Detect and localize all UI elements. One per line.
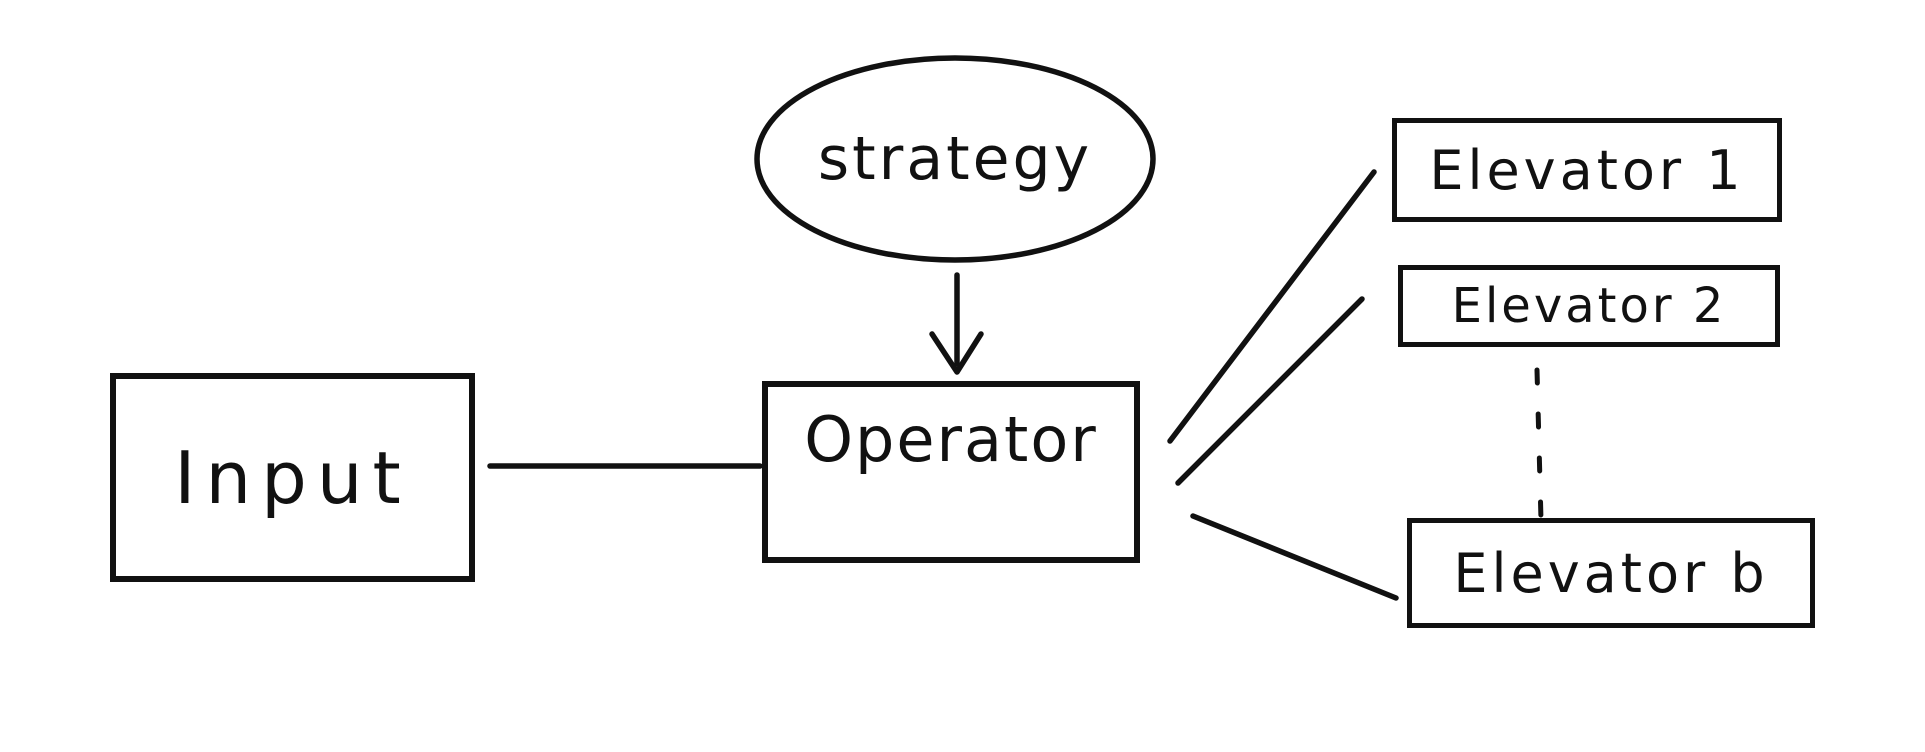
operator-node-label: Operator xyxy=(804,403,1098,476)
elevator-ellipsis-dotted-line xyxy=(1534,367,1544,523)
elevator2-node: Elevator 2 xyxy=(1398,265,1780,347)
elevator2-node-label: Elevator 2 xyxy=(1451,278,1727,334)
operator-to-elevator2-line xyxy=(1175,296,1365,486)
elevator1-node: Elevator 1 xyxy=(1392,118,1782,222)
strategy-node: strategy xyxy=(757,58,1153,260)
elevator1-node-label: Elevator 1 xyxy=(1429,138,1745,202)
elevatorb-node-label: Elevator b xyxy=(1453,541,1769,605)
elevatorb-node: Elevator b xyxy=(1407,518,1815,628)
strategy-ellipse-shape xyxy=(754,55,1156,263)
strategy-node-label: strategy xyxy=(817,124,1093,194)
strategy-to-operator-arrow xyxy=(929,272,984,375)
operator-to-elevator1-line xyxy=(1167,169,1377,444)
input-node: Input xyxy=(110,373,475,582)
input-node-label: Input xyxy=(174,435,411,520)
operator-to-elevatorb-line xyxy=(1190,513,1399,601)
operator-node: Operator xyxy=(762,381,1140,563)
